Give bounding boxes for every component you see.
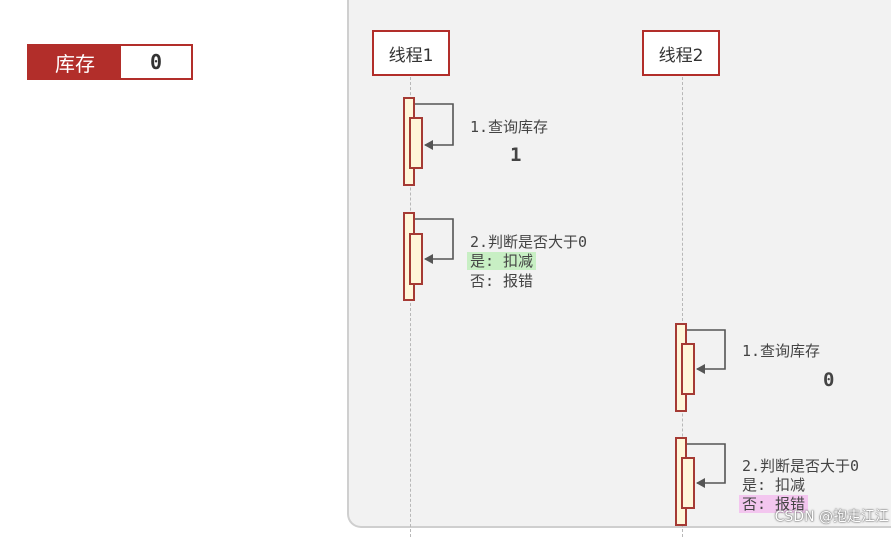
stock-label: 库存 xyxy=(29,46,121,78)
thread-2-query-label: 1.查询库存 xyxy=(742,342,821,360)
thread-2-header: 线程2 xyxy=(642,30,720,76)
thread-2-no-text: 否: 报错 xyxy=(739,495,809,513)
thread-1-query-label: 1.查询库存 xyxy=(470,118,549,136)
thread-2-judge-self-call xyxy=(681,457,695,509)
thread-1-no-branch: 否: 报错 xyxy=(470,272,534,290)
sequence-diagram-canvas xyxy=(347,0,891,528)
thread-1-header: 线程1 xyxy=(372,30,450,76)
thread-2-query-self-call xyxy=(681,343,695,395)
thread-1-query-self-call xyxy=(409,117,423,169)
thread-1-judge-label: 2.判断是否大于0 xyxy=(470,233,588,251)
thread-2-judge-label: 2.判断是否大于0 xyxy=(742,457,860,475)
thread-2-yes-branch: 是: 扣减 xyxy=(742,476,806,494)
thread-1-judge-self-call xyxy=(409,233,423,285)
thread-2-lifeline xyxy=(682,77,683,537)
thread-2-query-result: 0 xyxy=(823,369,835,391)
watermark: CSDN @抱走江江 xyxy=(774,509,889,525)
thread-1-query-result: 1 xyxy=(510,144,522,166)
thread-1-yes-text: 是: 扣减 xyxy=(467,252,537,270)
stock-value: 0 xyxy=(149,50,163,74)
thread-2-no-branch: 否: 报错 xyxy=(739,494,809,514)
thread-1-lifeline xyxy=(410,77,411,537)
thread-1-yes-branch: 是: 扣减 xyxy=(467,251,537,271)
stock-display: 库存 0 xyxy=(27,44,193,80)
